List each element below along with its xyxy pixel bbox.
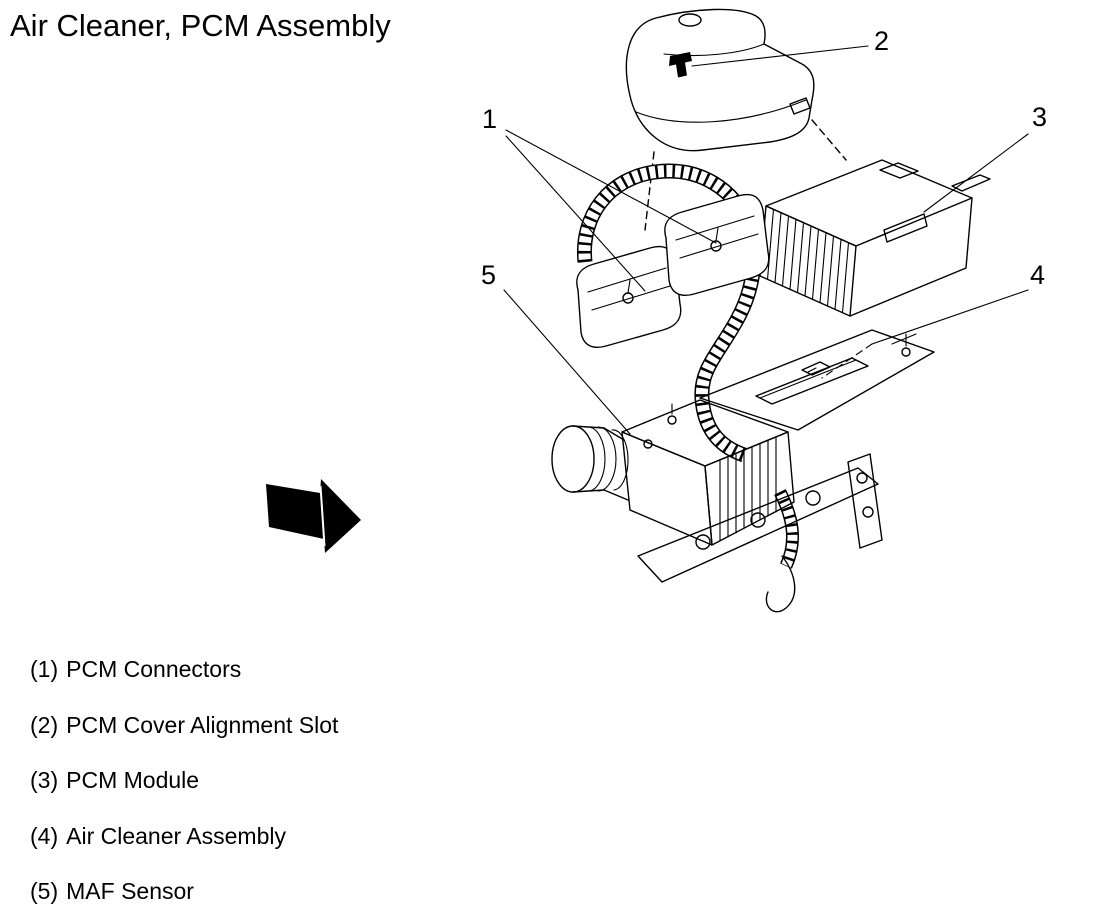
page-title: Air Cleaner, PCM Assembly: [10, 8, 391, 43]
legend-item-5: (5) MAF Sensor: [30, 864, 338, 918]
maf-sensor-drawing: [551, 425, 629, 501]
legend-item-text: Air Cleaner Assembly: [66, 822, 286, 849]
pcm-cover-drawing: [625, 8, 815, 152]
legend-item-number: (2): [30, 711, 59, 738]
legend-item-3: (3) PCM Module: [30, 753, 338, 809]
legend-item-number: (5): [30, 878, 59, 904]
legend-item-number: (1): [30, 656, 59, 682]
legend-item-text: PCM Connectors: [66, 656, 242, 682]
legend-item-1: (1) PCM Connectors: [30, 642, 338, 698]
callout-number-5: 5: [481, 260, 497, 290]
legend-item-4: (4) Air Cleaner Assembly: [30, 809, 338, 865]
legend-item-text: MAF Sensor: [66, 878, 194, 904]
legend-item-2: (2) PCM Cover Alignment Slot: [30, 698, 338, 754]
legend-item-text: PCM Cover Alignment Slot: [66, 711, 339, 738]
pcm-cover-alignment-slot: [669, 52, 692, 78]
callout-number-4: 4: [1030, 260, 1046, 290]
air-cleaner-assembly-drawing: [621, 329, 935, 613]
callout-number-3: 3: [1032, 102, 1048, 132]
legend-item-text: PCM Module: [66, 767, 200, 793]
callout-number-2: 2: [874, 26, 890, 56]
callout-number-1: 1: [482, 104, 498, 134]
legend-item-number: (4): [30, 822, 59, 849]
direction-arrow-icon: [266, 479, 361, 553]
callout-leader-lines: [503, 45, 1029, 435]
pcm-connectors-drawing: [576, 193, 770, 349]
legend-item-number: (3): [30, 767, 59, 793]
legend: (1) PCM Connectors (2) PCM Cover Alignment…: [30, 642, 338, 918]
pcm-module-drawing: [759, 159, 991, 317]
